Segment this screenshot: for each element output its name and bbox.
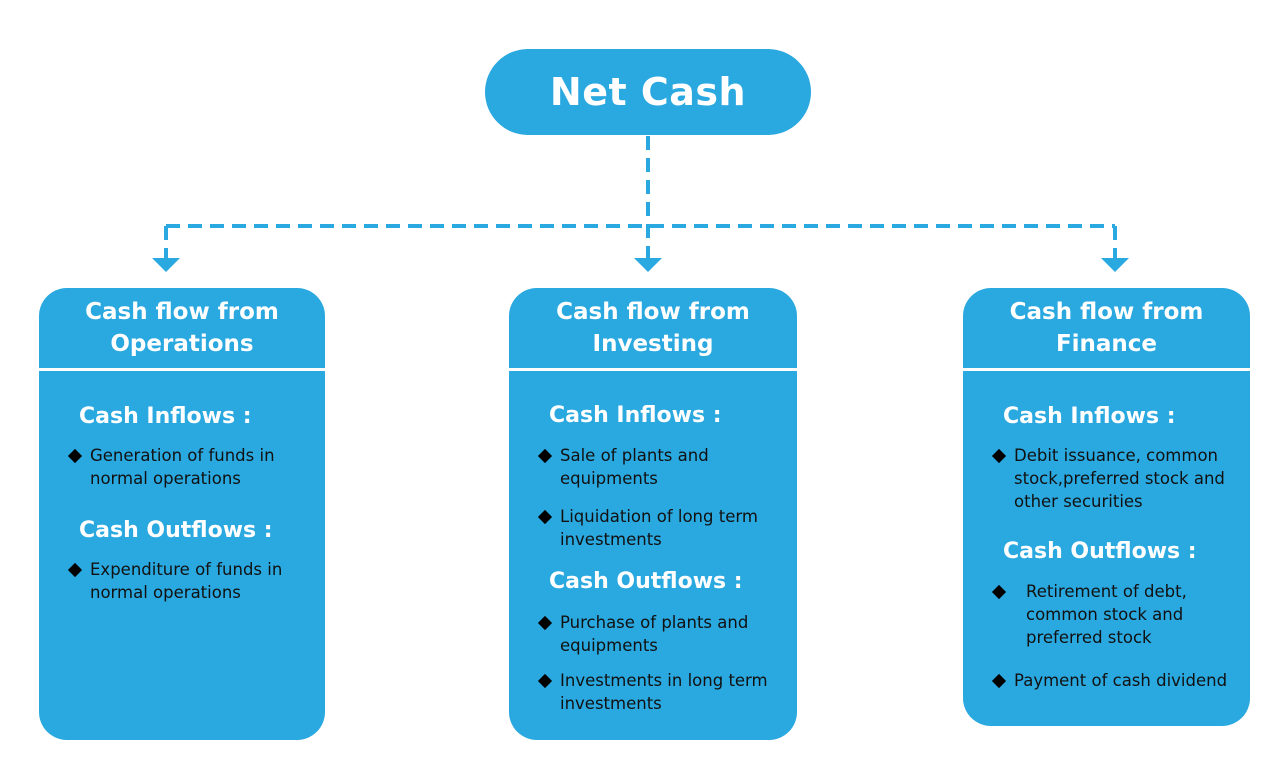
list-item: Liquidation of long term investments: [537, 505, 783, 551]
list-item: Debit issuance, common stock,preferred s…: [991, 444, 1236, 513]
diamond-bullet-icon: [991, 448, 1007, 464]
diamond-bullet-icon: [537, 509, 553, 525]
list-item: Expenditure of funds in normal operation…: [67, 558, 311, 604]
outflows-heading: Cash Outflows :: [549, 569, 743, 594]
arrow-down-icon: [1101, 258, 1129, 272]
inflows-heading: Cash Inflows :: [1003, 404, 1176, 429]
diamond-bullet-icon: [537, 448, 553, 464]
outflows-list: Expenditure of funds in normal operation…: [67, 558, 311, 604]
diamond-bullet-icon: [537, 615, 553, 631]
diamond-bullet-icon: [537, 673, 553, 689]
card-operations: Cash flow from Operations Cash Inflows :…: [39, 288, 325, 740]
card-finance: Cash flow from Finance Cash Inflows : De…: [963, 288, 1250, 726]
list-item: Purchase of plants and equipments: [537, 611, 783, 657]
card-title: Cash flow from Investing: [556, 299, 750, 357]
list-item: Retirement of debt, common stock and pre…: [991, 580, 1236, 649]
outflows-heading: Cash Outflows :: [1003, 539, 1197, 564]
diamond-bullet-icon: [991, 673, 1007, 689]
inflows-heading: Cash Inflows :: [79, 404, 252, 429]
inflows-list: Sale of plants and equipments Liquidatio…: [537, 444, 783, 551]
divider: [39, 368, 325, 371]
diamond-bullet-icon: [67, 562, 83, 578]
card-title: Cash flow from Finance: [1009, 299, 1204, 357]
diamond-bullet-icon: [67, 448, 83, 464]
arrow-down-icon: [634, 258, 662, 272]
list-item: Generation of funds in normal operations: [67, 444, 311, 490]
outflows-list: Retirement of debt, common stock and pre…: [991, 580, 1236, 692]
diamond-bullet-icon: [991, 584, 1007, 600]
card-investing: Cash flow from Investing Cash Inflows : …: [509, 288, 797, 740]
outflows-list: Purchase of plants and equipments Invest…: [537, 611, 783, 715]
net-cash-label: Net Cash: [549, 70, 747, 114]
card-title: Cash flow from Operations: [85, 299, 279, 357]
list-item: Payment of cash dividend: [991, 669, 1236, 692]
arrow-down-icon: [152, 258, 180, 272]
list-item: Sale of plants and equipments: [537, 444, 783, 490]
divider: [963, 368, 1250, 371]
outflows-heading: Cash Outflows :: [79, 518, 273, 543]
net-cash-node: Net Cash: [485, 49, 811, 135]
divider: [509, 368, 797, 371]
inflows-heading: Cash Inflows :: [549, 403, 722, 428]
inflows-list: Generation of funds in normal operations: [67, 444, 311, 490]
list-item: Investments in long term investments: [537, 669, 783, 715]
inflows-list: Debit issuance, common stock,preferred s…: [991, 444, 1236, 513]
